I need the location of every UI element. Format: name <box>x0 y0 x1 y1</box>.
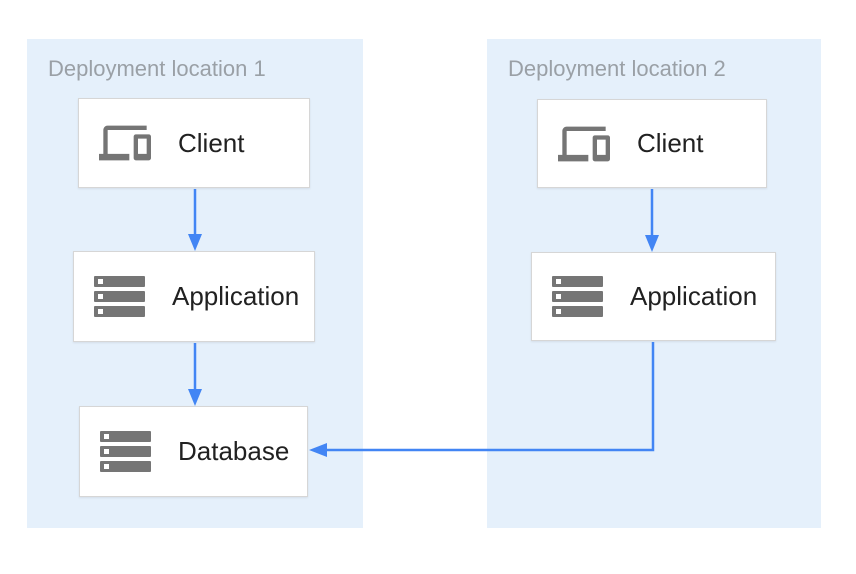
server-stack-icon <box>100 431 151 472</box>
node-label: Application <box>630 281 758 311</box>
devices-icon <box>558 118 610 170</box>
devices-icon <box>99 117 151 169</box>
server-stack-icon <box>94 276 145 317</box>
deployment-location-2-title: Deployment location 2 <box>508 56 726 81</box>
node-client-1: Client <box>78 98 310 188</box>
deployment-location-1-title: Deployment location 1 <box>48 56 266 81</box>
node-application-1: Application <box>73 251 315 342</box>
server-stack-icon <box>552 276 603 317</box>
node-label: Database <box>178 436 290 466</box>
node-client-2: Client <box>537 99 767 188</box>
node-database-1: Database <box>79 406 308 497</box>
node-label: Client <box>637 128 704 158</box>
node-label: Application <box>172 281 300 311</box>
node-application-2: Application <box>531 252 776 341</box>
node-label: Client <box>178 127 245 158</box>
